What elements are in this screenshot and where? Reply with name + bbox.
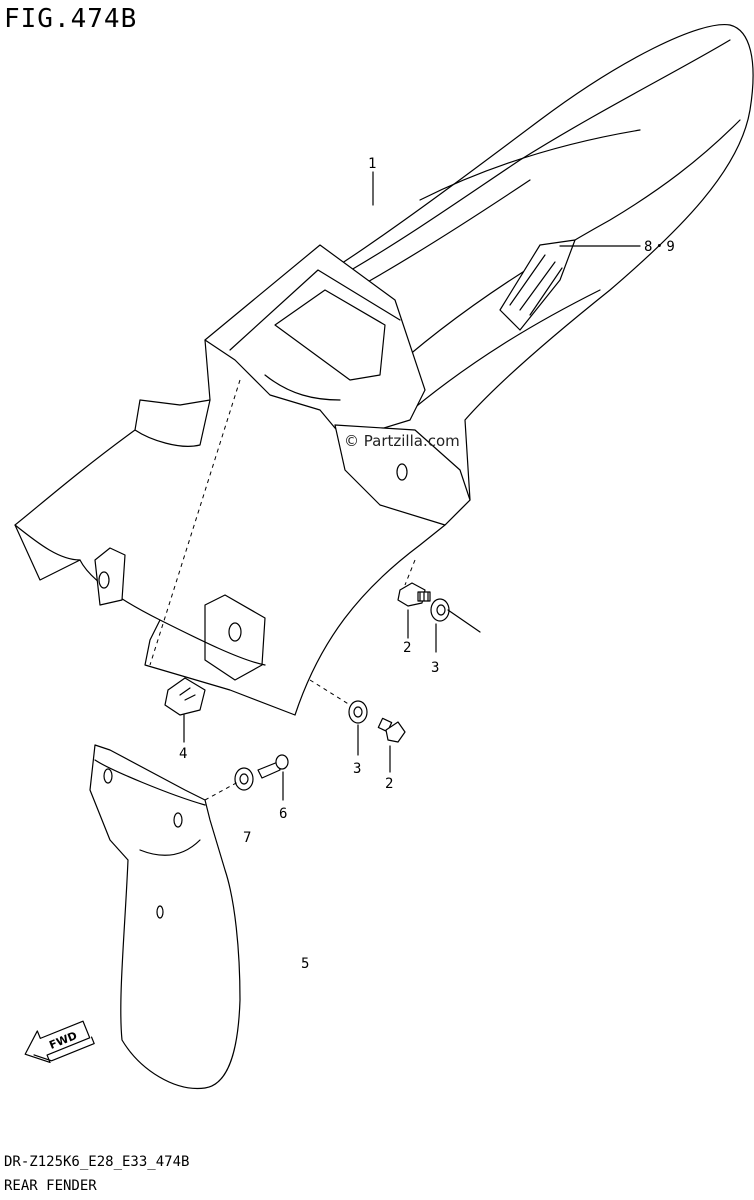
dashed-assembly-line-upper bbox=[404, 559, 416, 586]
bolt-part-2-upper[interactable] bbox=[397, 582, 431, 639]
callout-2-lower: 2 bbox=[385, 776, 393, 792]
bolt-part-2-lower[interactable] bbox=[377, 717, 406, 773]
fwd-arrow-icon: FWD bbox=[24, 1020, 95, 1064]
callout-1: 1 bbox=[368, 156, 376, 172]
dashed-assembly-line-mudflap bbox=[204, 781, 239, 801]
callout-2-upper: 2 bbox=[403, 640, 411, 656]
washer-part-7[interactable] bbox=[234, 767, 254, 791]
callout-4: 4 bbox=[179, 746, 187, 762]
mud-flap-part[interactable] bbox=[89, 744, 241, 1090]
callout-7: 7 bbox=[243, 830, 251, 846]
dashed-assembly-line-lower bbox=[309, 679, 351, 706]
watermark-text: © Partzilla.com bbox=[344, 432, 460, 450]
callout-3-upper: 3 bbox=[431, 660, 439, 676]
screw-part-6[interactable] bbox=[257, 754, 289, 801]
washer-part-3-upper[interactable] bbox=[430, 598, 481, 653]
callout-8-9: 8・9 bbox=[644, 239, 675, 255]
footer-part-name: REAR FENDER bbox=[4, 1178, 97, 1194]
washer-part-3-lower[interactable] bbox=[348, 700, 368, 756]
callout-5: 5 bbox=[301, 956, 309, 972]
callout-3-lower: 3 bbox=[353, 761, 361, 777]
rear-fender-part[interactable] bbox=[14, 23, 754, 716]
figure-title: FIG.474B bbox=[4, 4, 138, 34]
cushion-part-4[interactable] bbox=[164, 677, 206, 743]
callout-6: 6 bbox=[279, 806, 287, 822]
footer-model-code: DR-Z125K6_E28_E33_474B bbox=[4, 1154, 190, 1170]
